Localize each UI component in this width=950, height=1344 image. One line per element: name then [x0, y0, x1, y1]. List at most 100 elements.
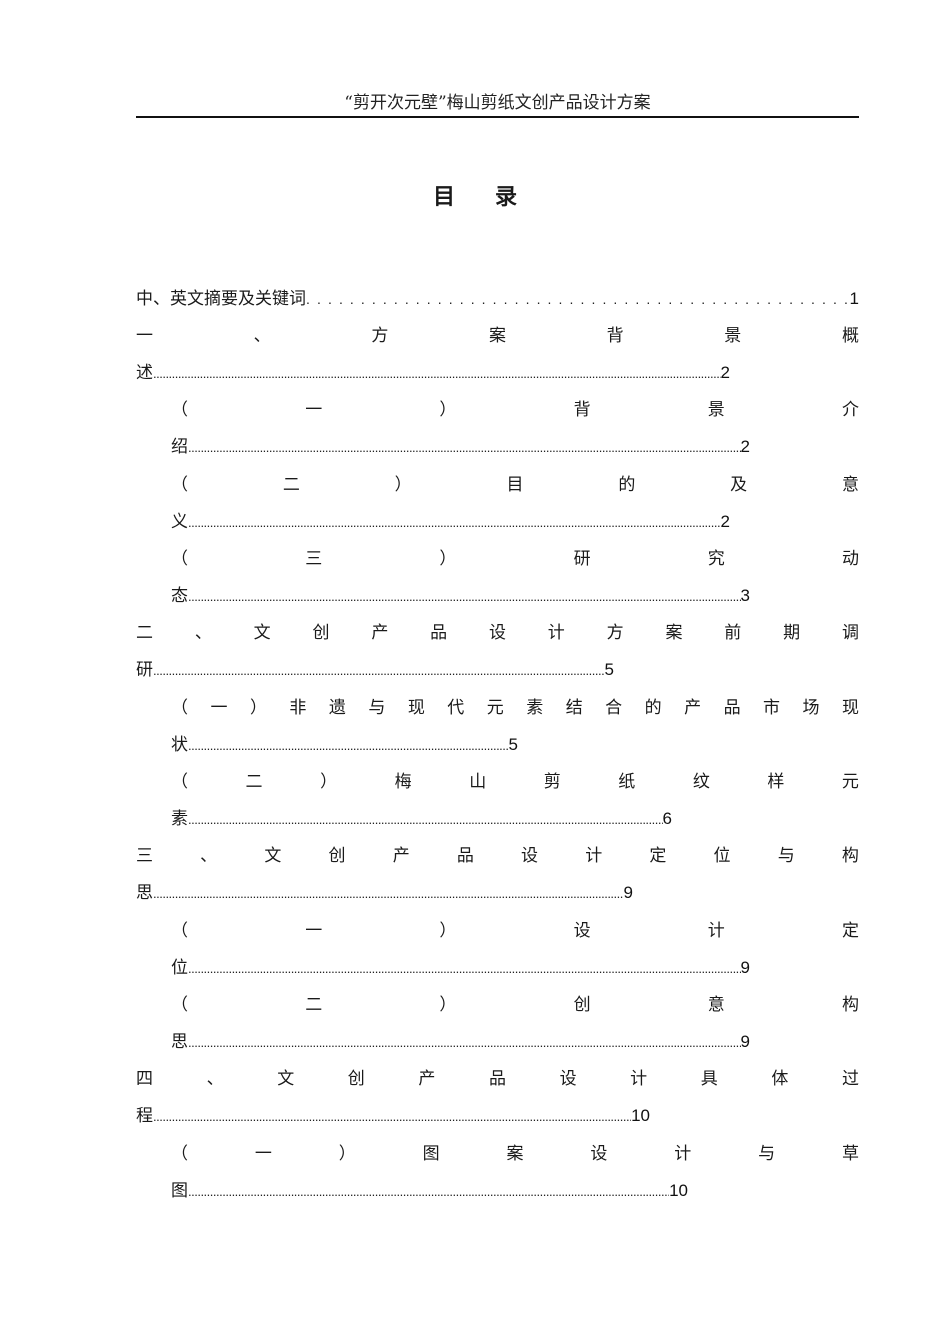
toc-entry-char: 创 — [328, 846, 346, 866]
toc-entry-char: 品 — [430, 623, 448, 643]
toc-entry-char: 计 — [585, 846, 603, 866]
dot-leader — [306, 286, 850, 312]
toc-entry-char: 产 — [392, 846, 410, 866]
toc-entry-char: 山 — [469, 772, 487, 792]
dot-leader — [188, 1030, 741, 1056]
toc-entry-char: 案 — [665, 623, 683, 643]
toc-entry-text: 素 — [171, 809, 188, 829]
toc-entry-char: 结 — [565, 698, 583, 718]
toc-entry-char: 定 — [649, 846, 667, 866]
toc-entry-continuation[interactable]: 状5 — [171, 732, 518, 758]
dot-leader — [188, 584, 741, 610]
toc-entry-char: 景 — [707, 400, 725, 420]
toc-entry-char: 二 — [136, 623, 153, 643]
toc-page-number: 3 — [740, 586, 750, 605]
toc-entry-char: 设 — [559, 1069, 577, 1089]
toc-entry-char: 介 — [841, 400, 859, 420]
toc-entry-text: 位 — [171, 958, 188, 978]
toc-page-number: 2 — [720, 512, 730, 531]
toc-entry-char: 一 — [305, 921, 323, 941]
toc-entry-char: 纸 — [618, 772, 636, 792]
toc-entry-continuation[interactable]: 绍2 — [171, 434, 750, 460]
toc-entry-char: 计 — [630, 1069, 648, 1089]
toc-entry-text: 思 — [171, 1032, 188, 1052]
toc-page-number: 5 — [604, 660, 614, 679]
toc-entry-char: 剪 — [543, 772, 561, 792]
toc-page-number: 9 — [623, 883, 633, 902]
toc-entry-char: 与 — [777, 846, 795, 866]
toc-entry-char: 计 — [547, 623, 565, 643]
toc-entry-char: （ — [171, 400, 188, 420]
toc-entry-char: 四 — [136, 1069, 153, 1089]
toc-entry-text: 义 — [171, 512, 188, 532]
toc-entry[interactable]: 一、方案背景概 — [136, 323, 859, 349]
toc-entry-char: 及 — [730, 475, 748, 495]
toc-entry-char: 前 — [724, 623, 742, 643]
toc-entry-char: 、 — [200, 846, 218, 866]
toc-entry-char: （ — [171, 772, 188, 792]
toc-entry-char: 过 — [841, 1069, 859, 1089]
toc-page-number: 5 — [508, 735, 518, 754]
toc-page-number: 10 — [669, 1181, 688, 1200]
toc-entry-char: 代 — [447, 698, 465, 718]
toc-entry-char: 动 — [841, 549, 859, 569]
toc-entry-char: （ — [171, 995, 188, 1015]
toc-entry-char: 产 — [371, 623, 389, 643]
toc-entry-char: 、 — [194, 623, 212, 643]
toc-entry-char: 合 — [605, 698, 623, 718]
toc-entry-char: 现 — [407, 698, 425, 718]
toc-page-number: 10 — [631, 1106, 650, 1125]
toc-entry[interactable]: （一）图案设计与草 — [171, 1141, 859, 1167]
toc-entry[interactable]: （一）背景介 — [171, 397, 859, 423]
dot-leader — [188, 956, 741, 982]
toc-entry-char: 二 — [245, 772, 263, 792]
toc-entry-text: 思 — [136, 883, 153, 903]
toc-entry-char: 梅 — [394, 772, 412, 792]
toc-entry-char: 的 — [618, 475, 636, 495]
toc-entry-char: 二 — [305, 995, 323, 1015]
toc-entry[interactable]: 三、文创产品设计定位与构 — [136, 843, 859, 869]
dot-leader — [153, 1104, 631, 1130]
toc-entry[interactable]: （一）非遗与现代元素结合的产品市场现 — [171, 695, 859, 721]
toc-entry-char: 遗 — [328, 698, 346, 718]
toc-entry-continuation[interactable]: 研5 — [136, 657, 614, 683]
toc-entry-char: 草 — [842, 1144, 859, 1164]
toc-entry-char: 纹 — [692, 772, 710, 792]
toc-entry-continuation[interactable]: 位9 — [171, 955, 750, 981]
toc-entry-continuation[interactable]: 图10 — [171, 1178, 688, 1204]
toc-entry-char: 意 — [707, 995, 725, 1015]
toc-entry[interactable]: 中、英文摘要及关键词1 — [136, 286, 859, 312]
toc-entry-continuation[interactable]: 思9 — [171, 1029, 750, 1055]
toc-entry-continuation[interactable]: 程10 — [136, 1103, 650, 1129]
toc-entry-text: 态 — [171, 586, 188, 606]
toc-entry-text: 中、英文摘要及关键词 — [136, 289, 306, 309]
toc-page-number: 9 — [740, 1032, 750, 1051]
toc-entry-char: 计 — [707, 921, 725, 941]
toc-entry[interactable]: （二）目的及意 — [171, 472, 859, 498]
toc-entry[interactable]: （一）设计定 — [171, 918, 859, 944]
toc-entry-char: 样 — [767, 772, 785, 792]
toc-entry-continuation[interactable]: 述2 — [136, 360, 730, 386]
toc-entry[interactable]: （二）梅山剪纸纹样元 — [171, 769, 859, 795]
toc-entry-char: 市 — [763, 698, 781, 718]
toc-entry-char: 设 — [521, 846, 539, 866]
toc-entry-continuation[interactable]: 义2 — [171, 509, 730, 535]
toc-entry-char: ） — [249, 698, 267, 718]
toc-page-number: 9 — [740, 958, 750, 977]
toc-entry[interactable]: （三）研究动 — [171, 546, 859, 572]
dot-leader — [153, 361, 721, 387]
toc-entry-continuation[interactable]: 态3 — [171, 583, 750, 609]
toc-entry-char: 文 — [277, 1069, 295, 1089]
dot-leader — [188, 510, 721, 536]
toc-entry[interactable]: （二）创意构 — [171, 992, 859, 1018]
toc-entry-char: （ — [171, 1144, 188, 1164]
toc-entry-char: 一 — [305, 400, 323, 420]
toc-entry-continuation[interactable]: 思9 — [136, 880, 633, 906]
dot-leader — [188, 807, 663, 833]
toc-entry[interactable]: 二、文创产品设计方案前期调 — [136, 620, 859, 646]
toc-entry-char: 创 — [573, 995, 591, 1015]
toc-entry[interactable]: 四、文创产品设计具体过 — [136, 1066, 859, 1092]
toc-entry-continuation[interactable]: 素6 — [171, 806, 672, 832]
toc-entry-text: 状 — [171, 735, 188, 755]
dot-leader — [153, 881, 624, 907]
